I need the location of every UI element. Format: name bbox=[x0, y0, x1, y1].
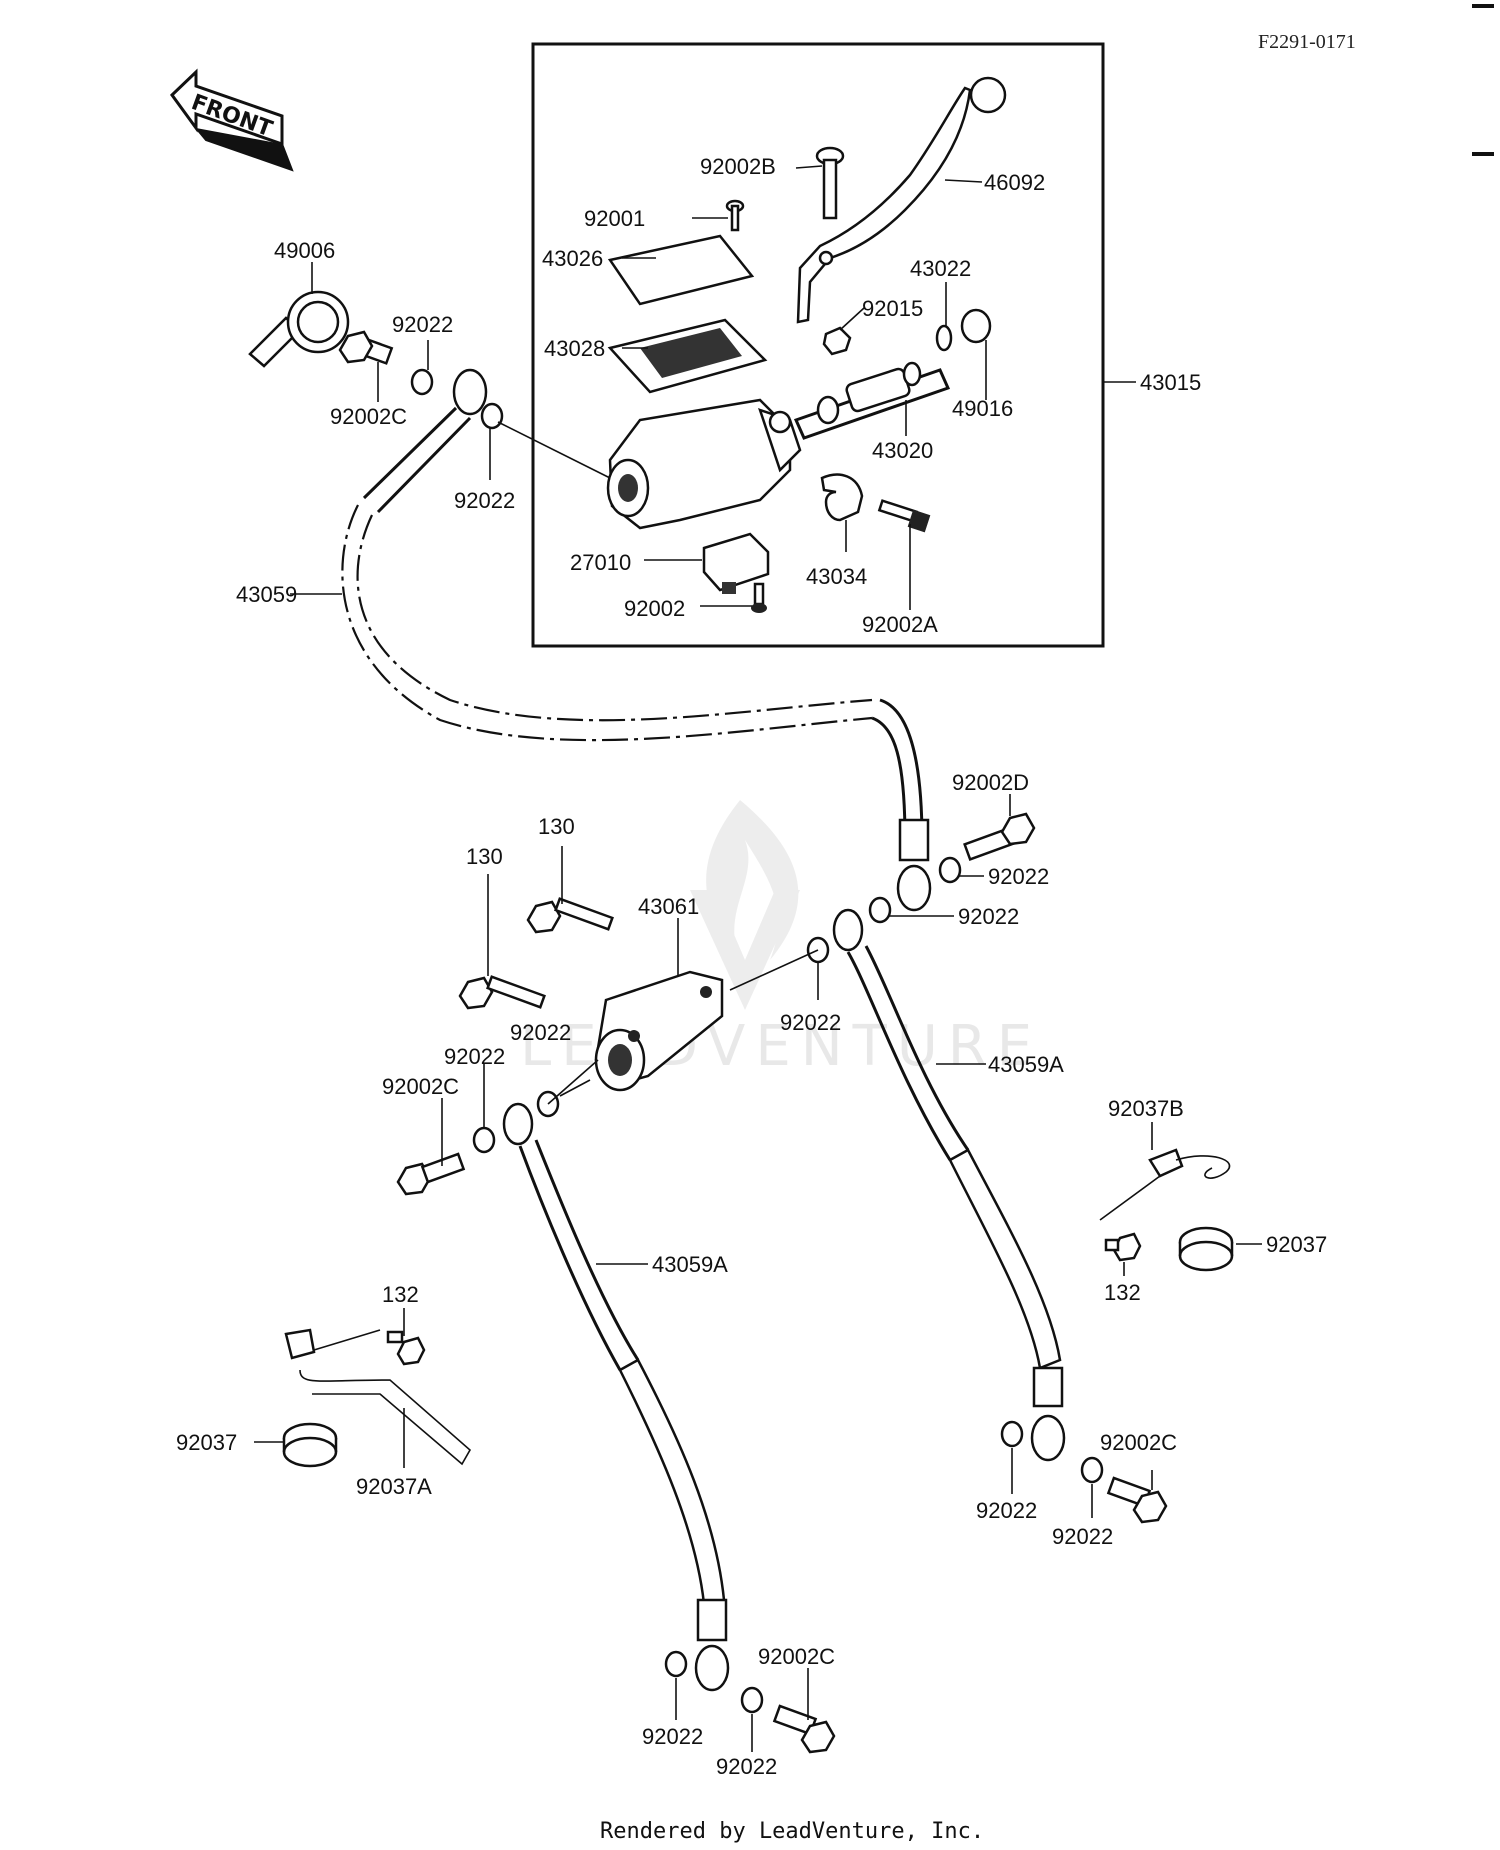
washer bbox=[480, 402, 504, 430]
brake-light-switch bbox=[702, 532, 770, 594]
label-92002c-d: 92002C bbox=[758, 1644, 835, 1669]
label-27010: 27010 bbox=[570, 550, 631, 575]
label-130-b: 130 bbox=[466, 844, 503, 869]
left-brake-hose bbox=[502, 1102, 730, 1692]
handlebar-clamp bbox=[820, 473, 864, 522]
washer bbox=[740, 1686, 764, 1714]
label-43022: 43022 bbox=[910, 256, 971, 281]
label-92002c-c: 92002C bbox=[1100, 1430, 1177, 1455]
label-92022-j: 92022 bbox=[642, 1724, 703, 1749]
label-43059: 43059 bbox=[236, 582, 297, 607]
bracket-bolt-right bbox=[1104, 1232, 1142, 1262]
label-92002: 92002 bbox=[624, 596, 685, 621]
lever-nut bbox=[822, 326, 852, 356]
label-92002c-a: 92002C bbox=[330, 404, 407, 429]
hose-bracket-right bbox=[1099, 1148, 1231, 1221]
label-92022-b: 92022 bbox=[454, 488, 515, 513]
label-92037-b: 92037 bbox=[176, 1430, 237, 1455]
label-92022-d: 92022 bbox=[958, 904, 1019, 929]
grommet-right bbox=[1178, 1226, 1234, 1272]
cap-screw bbox=[725, 199, 745, 232]
label-92022-g: 92022 bbox=[444, 1044, 505, 1069]
washer bbox=[664, 1650, 688, 1678]
washer bbox=[410, 368, 434, 396]
banjo-bolt-right bbox=[1106, 1476, 1168, 1524]
dust-boot bbox=[960, 308, 992, 344]
label-92022-f: 92022 bbox=[510, 1020, 571, 1045]
washer bbox=[868, 896, 892, 924]
label-43015: 43015 bbox=[1140, 370, 1201, 395]
diaphragm bbox=[607, 318, 768, 394]
label-92022-e: 92022 bbox=[780, 1010, 841, 1035]
clamp-bolt bbox=[877, 499, 931, 533]
banjo-bolt-bottom bbox=[772, 1704, 836, 1754]
label-92022-h: 92022 bbox=[976, 1498, 1037, 1523]
right-brake-hose bbox=[832, 908, 1066, 1462]
label-49016: 49016 bbox=[952, 396, 1013, 421]
master-cylinder-assembly-frame bbox=[531, 42, 1105, 648]
label-46092: 46092 bbox=[984, 170, 1045, 195]
piston-kit bbox=[793, 361, 951, 440]
washer bbox=[1080, 1456, 1104, 1484]
label-43059a-a: 43059A bbox=[988, 1052, 1064, 1077]
banjo-bolt-92002d bbox=[963, 812, 1036, 861]
label-92002a: 92002A bbox=[862, 612, 938, 637]
label-92037-a: 92037 bbox=[1266, 1232, 1327, 1257]
label-92022-a: 92022 bbox=[392, 312, 453, 337]
label-92002d: 92002D bbox=[952, 770, 1029, 795]
label-132-a: 132 bbox=[1104, 1280, 1141, 1305]
label-92037b: 92037B bbox=[1108, 1096, 1184, 1121]
banjo-bolt-left bbox=[396, 1152, 466, 1196]
footer-credit: Rendered by LeadVenture, Inc. bbox=[600, 1819, 984, 1844]
label-130-a: 130 bbox=[538, 814, 575, 839]
master-cylinder-body bbox=[606, 398, 802, 530]
pivot-bolt bbox=[815, 146, 845, 220]
bolt-130-upper bbox=[526, 897, 614, 934]
label-43034: 43034 bbox=[806, 564, 867, 589]
reservoir-cap bbox=[607, 234, 755, 306]
main-brake-hose bbox=[341, 368, 932, 912]
label-92022-i: 92022 bbox=[1052, 1524, 1113, 1549]
label-132-b: 132 bbox=[382, 1282, 419, 1307]
label-92002b: 92002B bbox=[700, 154, 776, 179]
bracket-bolt-left bbox=[386, 1330, 426, 1366]
label-92022-k: 92022 bbox=[716, 1754, 777, 1779]
label-92015: 92015 bbox=[862, 296, 923, 321]
margin-mark bbox=[1472, 4, 1494, 8]
label-92037a: 92037A bbox=[356, 1474, 432, 1499]
circlip bbox=[935, 324, 953, 352]
grommet-left bbox=[282, 1422, 338, 1468]
label-92002c-b: 92002C bbox=[382, 1074, 459, 1099]
washer bbox=[472, 1126, 496, 1154]
label-43061: 43061 bbox=[638, 894, 699, 919]
bolt-130-lower bbox=[458, 975, 546, 1010]
margin-mark bbox=[1472, 152, 1494, 156]
label-43026: 43026 bbox=[542, 246, 603, 271]
label-92001: 92001 bbox=[584, 206, 645, 231]
diagram-code: F2291-0171 bbox=[1258, 31, 1356, 53]
switch-screw bbox=[751, 582, 767, 613]
leader-lines bbox=[254, 165, 1262, 1752]
washer bbox=[938, 856, 962, 884]
front-arrow-icon: FRONT bbox=[170, 68, 294, 172]
banjo-bolt-upper bbox=[338, 330, 394, 365]
hose-bracket-left bbox=[284, 1328, 472, 1466]
brake-lever bbox=[796, 76, 1007, 324]
banjo-cap bbox=[248, 290, 350, 368]
watermark: LEADVENTURE bbox=[520, 800, 1032, 1079]
label-92022-c: 92022 bbox=[988, 864, 1049, 889]
washer bbox=[1000, 1420, 1024, 1448]
label-49006: 49006 bbox=[274, 238, 335, 263]
label-43059a-b: 43059A bbox=[652, 1252, 728, 1277]
label-43020: 43020 bbox=[872, 438, 933, 463]
brake-hose-joint bbox=[594, 970, 724, 1092]
label-43028: 43028 bbox=[544, 336, 605, 361]
